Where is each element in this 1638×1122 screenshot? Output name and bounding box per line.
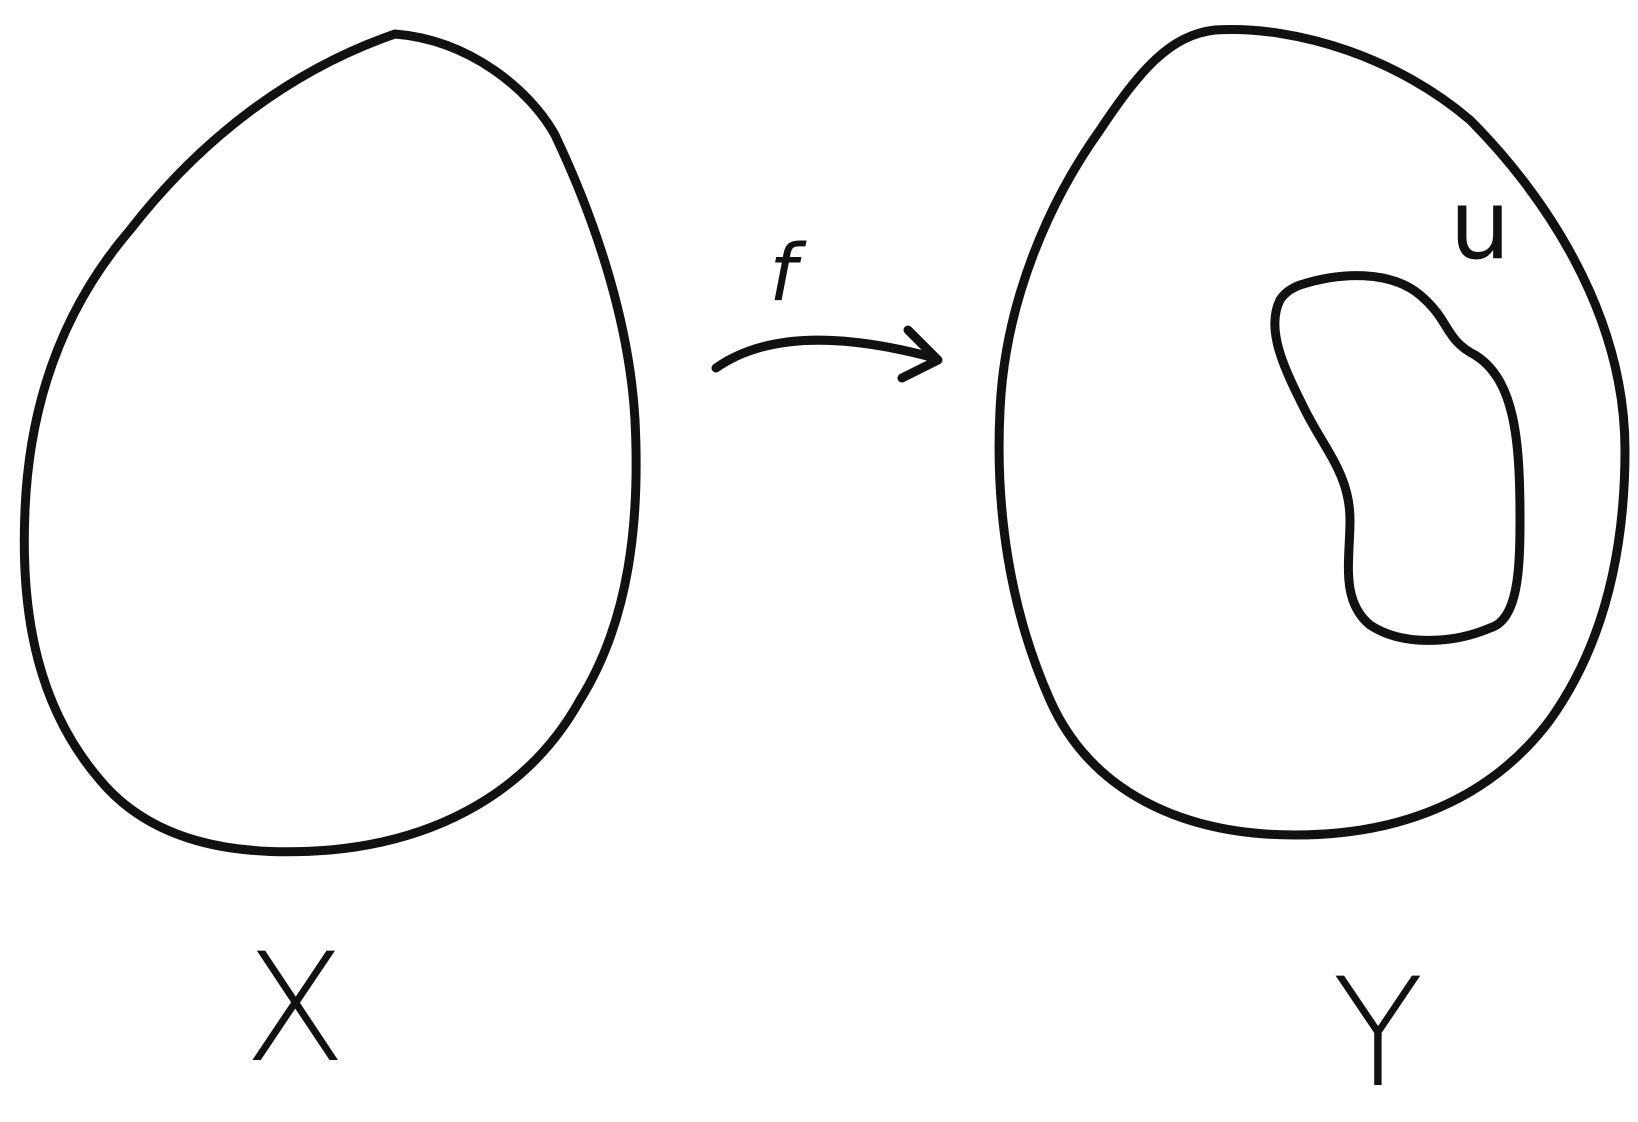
subset-u-outline	[1270, 271, 1525, 645]
map-arrow-head	[897, 325, 943, 383]
set-x-outline	[19, 29, 641, 857]
set-y-outline	[994, 25, 1630, 840]
map-arrow-shaft	[711, 335, 940, 373]
set-y-label: Y	[1332, 947, 1424, 1121]
set-x-label: X	[244, 922, 347, 1096]
map-label: f	[769, 229, 807, 319]
subset-label: u	[1450, 169, 1511, 281]
